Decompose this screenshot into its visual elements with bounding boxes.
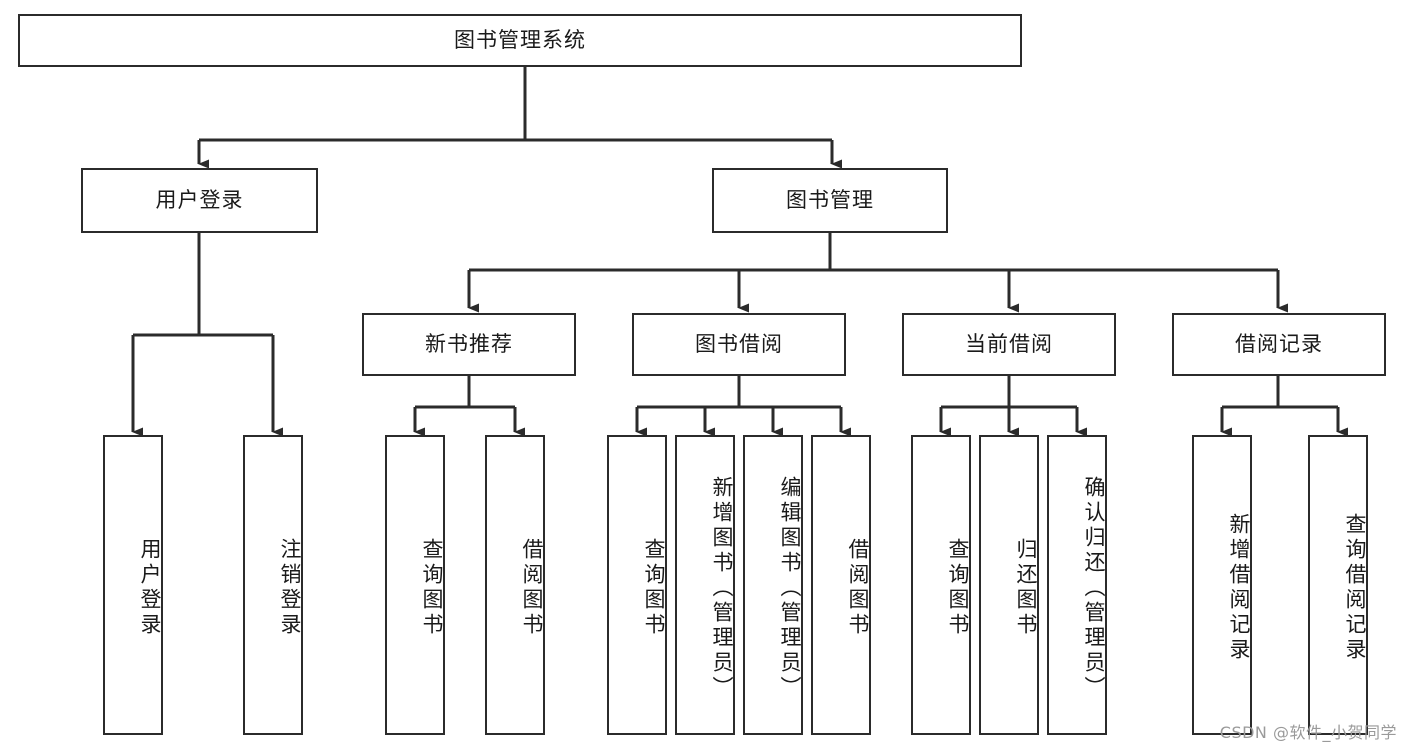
- leaf-current-borrow-3[interactable]: 确认归还（管理员）: [1047, 435, 1107, 735]
- node-book-borrow[interactable]: 图书借阅: [632, 313, 846, 376]
- node-new-book-recommend[interactable]: 新书推荐: [362, 313, 576, 376]
- leaf-current-borrow-1[interactable]: 查询图书: [911, 435, 971, 735]
- node-user-login-label: 用户登录: [155, 187, 244, 212]
- leaf-borrow-record-1-label: 新增借阅记录: [1227, 513, 1251, 663]
- leaf-book-borrow-1[interactable]: 查询图书: [607, 435, 667, 735]
- leaf-new-book-1[interactable]: 查询图书: [385, 435, 445, 735]
- node-root-system-label: 图书管理系统: [454, 27, 586, 52]
- node-new-book-recommend-label: 新书推荐: [425, 331, 513, 356]
- node-user-login[interactable]: 用户登录: [81, 168, 318, 233]
- watermark-text: CSDN @软件_小贺同学: [1219, 723, 1397, 742]
- leaf-user-login-2[interactable]: 注销登录: [243, 435, 303, 735]
- leaf-user-login-1-label: 用户登录: [138, 538, 162, 638]
- leaf-user-login-1[interactable]: 用户登录: [103, 435, 163, 735]
- leaf-new-book-1-label: 查询图书: [420, 538, 444, 638]
- leaf-current-borrow-2-label: 归还图书: [1014, 538, 1038, 638]
- leaf-book-borrow-4-label: 借阅图书: [846, 538, 870, 638]
- node-current-borrow[interactable]: 当前借阅: [902, 313, 1116, 376]
- node-book-manage[interactable]: 图书管理: [712, 168, 948, 233]
- leaf-borrow-record-2-label: 查询借阅记录: [1343, 513, 1367, 663]
- leaf-book-borrow-1-label: 查询图书: [642, 538, 666, 638]
- node-book-borrow-label: 图书借阅: [695, 331, 783, 356]
- leaf-book-borrow-3[interactable]: 编辑图书（管理员）: [743, 435, 803, 735]
- node-root-system[interactable]: 图书管理系统: [18, 14, 1022, 67]
- leaf-book-borrow-4[interactable]: 借阅图书: [811, 435, 871, 735]
- leaf-new-book-2-label: 借阅图书: [520, 538, 544, 638]
- node-borrow-record[interactable]: 借阅记录: [1172, 313, 1386, 376]
- leaf-new-book-2[interactable]: 借阅图书: [485, 435, 545, 735]
- node-current-borrow-label: 当前借阅: [965, 331, 1053, 356]
- leaf-current-borrow-2[interactable]: 归还图书: [979, 435, 1039, 735]
- node-borrow-record-label: 借阅记录: [1235, 331, 1323, 356]
- leaf-borrow-record-1[interactable]: 新增借阅记录: [1192, 435, 1252, 735]
- leaf-book-borrow-3-label: 编辑图书（管理员）: [778, 475, 802, 701]
- leaf-book-borrow-2-label: 新增图书（管理员）: [710, 475, 734, 701]
- leaf-current-borrow-3-label: 确认归还（管理员）: [1082, 475, 1106, 701]
- leaf-user-login-2-label: 注销登录: [278, 538, 302, 638]
- leaf-current-borrow-1-label: 查询图书: [946, 538, 970, 638]
- leaf-borrow-record-2[interactable]: 查询借阅记录: [1308, 435, 1368, 735]
- leaf-book-borrow-2[interactable]: 新增图书（管理员）: [675, 435, 735, 735]
- node-book-manage-label: 图书管理: [786, 187, 874, 212]
